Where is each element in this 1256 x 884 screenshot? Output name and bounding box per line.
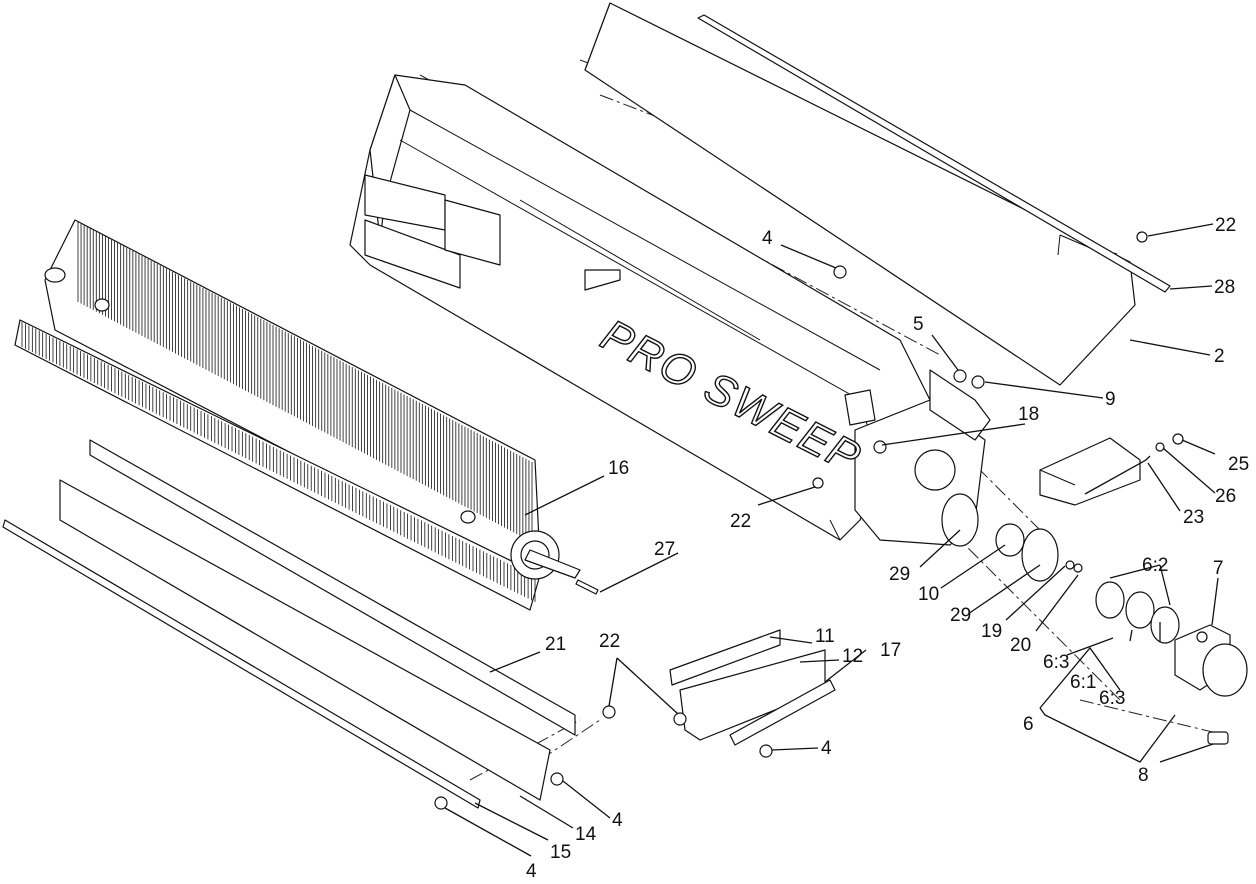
- callout-8: 8: [1138, 765, 1149, 786]
- leader-lines: [444, 223, 1219, 857]
- callout-18: 18: [1018, 404, 1039, 425]
- callout-4-top: 4: [762, 228, 773, 249]
- callout-10: 10: [918, 584, 939, 605]
- callout-19: 19: [981, 621, 1002, 642]
- callout-20: 20: [1010, 635, 1031, 656]
- callout-6: 6: [1023, 714, 1034, 735]
- skirt-strips: [2, 439, 576, 809]
- callout-29-a: 29: [889, 564, 910, 585]
- fasteners: [434, 231, 1229, 810]
- callout-4-bottom: 4: [526, 861, 537, 882]
- callout-6-3-b: 6:3: [1099, 688, 1125, 709]
- callout-26: 26: [1215, 486, 1236, 507]
- callout-12: 12: [842, 646, 863, 667]
- callout-16: 16: [608, 458, 629, 479]
- callout-2: 2: [1214, 346, 1225, 367]
- sweeper-housing: PRO SWEEP: [349, 74, 991, 546]
- callout-27: 27: [654, 539, 675, 560]
- callout-23: 23: [1183, 507, 1204, 528]
- callout-22-lower: 22: [599, 631, 620, 652]
- guard: [1039, 437, 1141, 506]
- brush-bristles: [77, 222, 533, 542]
- callout-11: 11: [815, 626, 835, 647]
- callout-4-right: 4: [612, 810, 623, 831]
- callout-14: 14: [575, 824, 597, 845]
- callout-7: 7: [1213, 558, 1224, 579]
- callout-21: 21: [545, 634, 566, 655]
- callout-29-b: 29: [950, 605, 971, 626]
- callout-22-mid: 22: [730, 511, 751, 532]
- callout-9: 9: [1105, 389, 1116, 410]
- motor: [1174, 624, 1248, 697]
- callout-25: 25: [1228, 454, 1249, 475]
- callout-17: 17: [880, 640, 901, 661]
- callout-5: 5: [913, 314, 924, 335]
- brackets: [669, 629, 836, 746]
- bearing-stack: [941, 493, 1083, 582]
- callout-6-3-a: 6:3: [1043, 652, 1069, 673]
- callout-28: 28: [1214, 277, 1235, 298]
- callout-15: 15: [550, 842, 571, 863]
- callout-4-bracket: 4: [821, 738, 832, 759]
- callout-6-2: 6:2: [1142, 555, 1168, 576]
- brush-bristles-lower: [21, 322, 536, 602]
- coupler: [1095, 581, 1180, 644]
- strip-28: [697, 14, 1171, 293]
- callout-22-top: 22: [1215, 215, 1236, 236]
- callout-labels: 22 28 2 9 5 4 18 25 26 23 22 27 16 29 10…: [526, 215, 1249, 882]
- callout-6-1: 6:1: [1070, 672, 1096, 693]
- brush: [14, 219, 599, 611]
